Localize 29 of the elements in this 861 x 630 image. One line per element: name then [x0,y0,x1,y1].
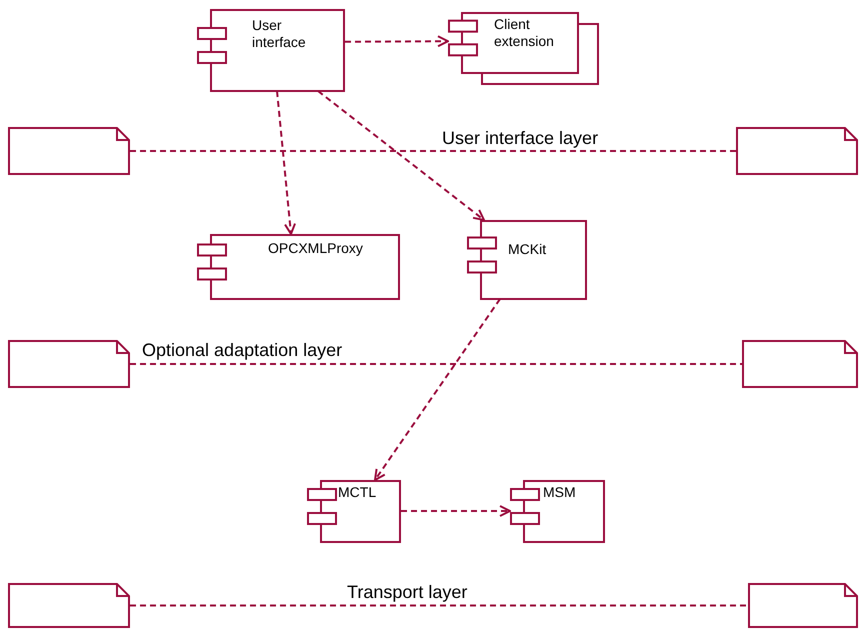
dashed-line [130,604,748,606]
component-name: MCTL [338,484,378,501]
multi-instance-component [448,12,599,85]
dependency-arrow [317,90,485,221]
component-name: OPCXMLProxy [268,240,364,257]
dashed-line [130,363,742,365]
note-shape [742,340,858,388]
layer-label: Optional adaptation layer [140,340,344,360]
component-name: User interface [252,17,307,51]
component-name: MCKit [508,241,548,258]
note-shape [8,583,130,628]
note-shape [736,127,858,175]
layer-label: Transport layer [345,582,470,602]
component-box [467,220,587,299]
component-box [307,480,401,542]
note-shape [748,583,858,628]
layer-label: User interface layer [440,128,600,148]
dependency-arrow [401,505,511,517]
component-name: MSM [543,484,577,501]
dashed-line [130,150,736,152]
dependency-arrow [374,298,501,481]
note-shape [8,127,130,175]
component-box [197,9,345,91]
dependency-arrow [345,35,449,48]
component-name: Client extension [494,16,555,50]
component-box [197,234,400,299]
note-shape [8,340,130,388]
dependency-arrow [276,90,296,235]
component-box [510,480,605,542]
